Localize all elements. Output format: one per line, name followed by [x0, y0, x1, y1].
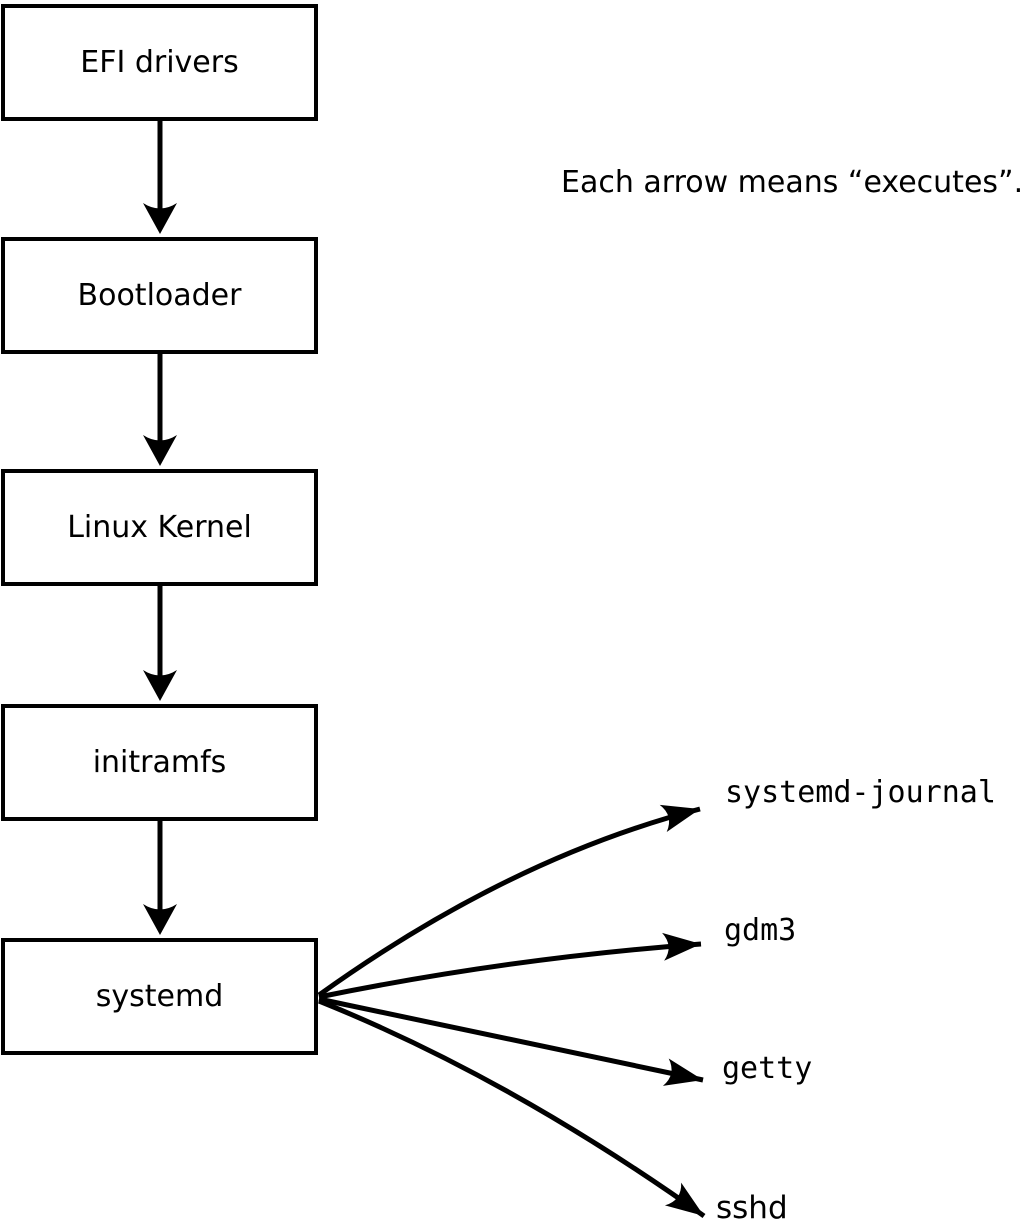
flow-box-label: EFI drivers	[80, 44, 239, 80]
target-label-systemd-journal: systemd-journal	[725, 775, 996, 810]
target-label-getty: getty	[722, 1051, 813, 1086]
flow-box-label: Linux Kernel	[67, 509, 252, 545]
flow-box-linux-kernel: Linux Kernel	[1, 469, 318, 586]
arrow-systemd-to-gdm3	[318, 932, 702, 1000]
arrow-efi-to-bootloader	[143, 119, 177, 234]
flow-box-efi-drivers: EFI drivers	[1, 4, 318, 121]
flow-box-systemd: systemd	[1, 938, 318, 1055]
target-label-gdm3: gdm3	[724, 913, 797, 948]
arrow-systemd-to-journal	[317, 804, 701, 998]
target-label-sshd: sshd	[716, 1190, 788, 1226]
flow-box-label: Bootloader	[77, 277, 242, 313]
arrow-meaning-note: Each arrow means “executes”.	[561, 165, 1023, 200]
flow-box-bootloader: Bootloader	[1, 237, 318, 354]
arrow-initramfs-to-systemd	[143, 819, 177, 935]
flow-box-label: systemd	[95, 978, 224, 1014]
arrow-bootloader-to-kernel	[143, 352, 177, 466]
flow-box-label: initramfs	[92, 744, 227, 780]
flow-box-initramfs: initramfs	[1, 704, 318, 821]
arrow-kernel-to-initramfs	[143, 584, 177, 701]
arrow-systemd-to-getty	[318, 996, 704, 1086]
arrow-systemd-to-sshd	[318, 998, 706, 1219]
